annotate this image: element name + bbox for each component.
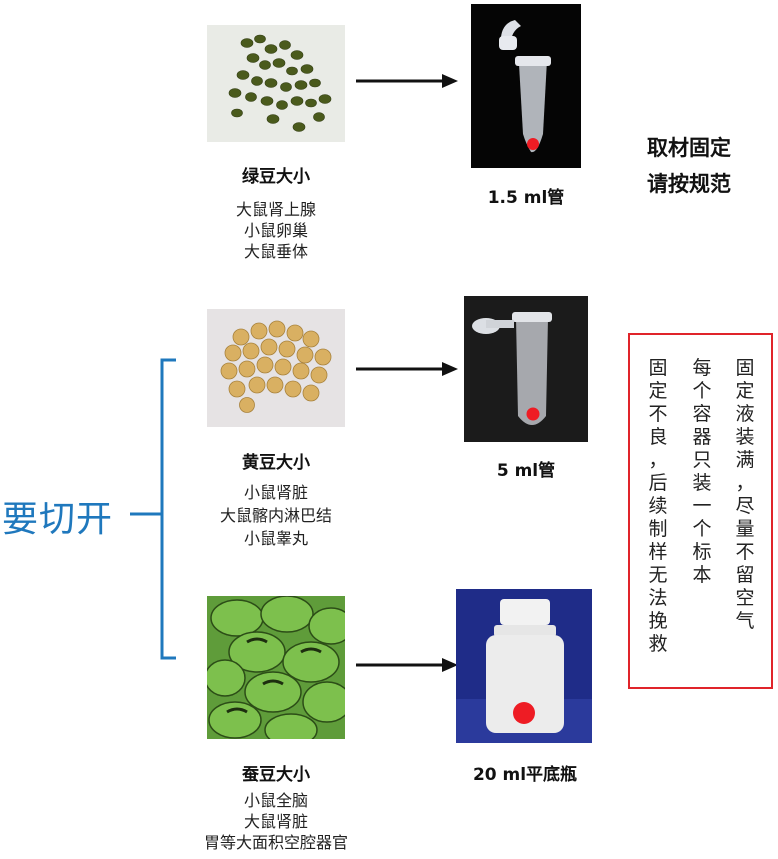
warning-char: 后 [648,472,668,494]
bottle-20ml-photo [456,589,592,743]
warning-char: 固 [735,357,755,379]
broad-bean-image [207,596,345,739]
warning-char: 空 [735,587,755,609]
cut-bracket [130,358,176,660]
warning-char: ， [648,449,668,471]
warning-char: 不 [735,541,755,563]
soybean-photo [207,309,345,427]
warning-char: 只 [692,449,712,471]
warning-char: 个 [692,380,712,402]
warning-char: 样 [648,541,668,563]
warning-char: 不 [648,403,668,425]
tube-1-5ml-photo [471,4,581,168]
warning-char: 无 [648,564,668,586]
mung-bean-photo [207,25,345,142]
microtube-image [471,4,581,168]
row3-container-label: 20 ml平底瓶 [472,765,578,785]
warning-char: 装 [735,426,755,448]
flat-bottom-bottle-image [456,589,592,743]
row3-item: 大鼠肾脏 [243,812,308,831]
row3-item: 小鼠全脑 [243,791,308,810]
warning-char: ， [735,472,755,494]
warning-char: 量 [735,518,755,540]
warning-char: 挽 [648,610,668,632]
row2-title: 黄豆大小 [242,453,310,473]
warning-char: 续 [648,495,668,517]
warning-char: 满 [735,449,755,471]
tube-5ml-photo [464,296,588,442]
warning-column-1: 固定液装满，尽量不留空气 [734,357,756,633]
warning-char: 气 [735,610,755,632]
warning-char: 良 [648,426,668,448]
mung-bean-image [207,25,345,142]
warning-char: 一 [692,495,712,517]
warning-char: 容 [692,403,712,425]
row1-item: 大鼠垂体 [243,242,308,261]
row2-arrow [356,362,458,376]
warning-char: 标 [692,541,712,563]
warning-char: 器 [692,426,712,448]
row1-title: 绿豆大小 [242,167,310,187]
note-line1: 取材固定 [647,136,731,160]
warning-char: 固 [648,357,668,379]
warning-char: 每 [692,357,712,379]
warning-char: 救 [648,633,668,655]
soybean-image [207,309,345,427]
row2-container-label: 5 ml管 [496,461,556,481]
warning-char: 法 [648,587,668,609]
row3-title: 蚕豆大小 [242,765,310,785]
warning-char: 液 [735,403,755,425]
warning-box: 固定液装满，尽量不留空气 每个容器只装一个标本 固定不良，后续制样无法挽救 [628,333,773,689]
note-line2: 请按规范 [647,172,731,196]
warning-char: 定 [735,380,755,402]
warning-char: 制 [648,518,668,540]
warning-char: 尽 [735,495,755,517]
row1-item: 小鼠卵巢 [243,221,308,240]
warning-char: 留 [735,564,755,586]
row2-item: 大鼠髂内淋巴结 [219,506,332,525]
warning-char: 个 [692,518,712,540]
warning-column-3: 固定不良，后续制样无法挽救 [647,357,669,656]
row1-arrow [356,74,458,88]
warning-column-2: 每个容器只装一个标本 [691,357,713,587]
row2-item: 小鼠睾丸 [243,529,308,548]
cut-label: 要切开 [2,499,114,540]
row3-item: 胃等大面积空腔器官 [203,833,348,852]
warning-char: 装 [692,472,712,494]
warning-char: 定 [648,380,668,402]
sample-marker [527,138,539,150]
broad-bean-photo [207,596,345,739]
centrifuge-tube-image [464,296,588,442]
warning-char: 本 [692,564,712,586]
sample-marker [513,702,535,724]
row1-item: 大鼠肾上腺 [235,200,316,219]
row2-item: 小鼠肾脏 [243,483,308,502]
row1-container-label: 1.5 ml管 [487,188,565,208]
sample-marker [526,407,540,421]
row3-arrow [356,658,458,672]
